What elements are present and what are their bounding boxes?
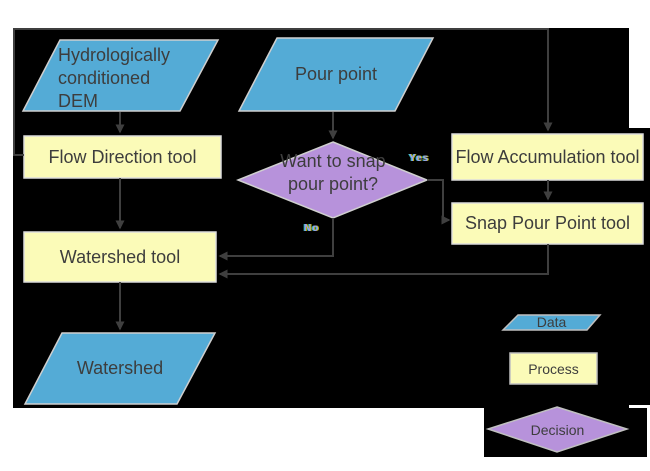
flow-direction-rect [23, 135, 222, 179]
legend-data-parallelogram [501, 314, 602, 331]
edge-snap-pour-point-to-watershed-tool [218, 244, 549, 279]
dem-parallelogram [21, 39, 220, 112]
legend-data-label: Data [536, 314, 567, 330]
pour-point-node-label: Pour point [294, 64, 378, 84]
edge-decision-yes-to-snap-pour-point [427, 179, 451, 225]
no-edge-label: No [304, 223, 320, 234]
watershed-tool-rect [23, 231, 217, 283]
dem-label-line2: conditioned [58, 68, 151, 88]
diagram-background-right-extension [629, 128, 650, 405]
watershed-parallelogram [23, 332, 217, 405]
pour-point-parallelogram [237, 37, 435, 112]
decision-node-label: Want to snap pour point? [248, 150, 418, 210]
dem-node-label: Hydrologically conditioned DEM [58, 44, 188, 111]
dem-label-line1: Hydrologically [58, 45, 171, 65]
legend-process-rect [509, 352, 598, 385]
edge-flow-direction-to-flow-accumulation [13, 28, 553, 156]
decision-label-line2: pour point? [287, 174, 379, 194]
legend-process-label: Process [528, 360, 579, 377]
flow-accumulation-node-label: Flow Accumulation tool [455, 146, 640, 167]
snap-pour-point-rect [451, 202, 644, 245]
legend-decision-diamond [485, 406, 630, 453]
yes-edge-label: Yes [409, 153, 430, 164]
legend-decision-label: Decision [530, 421, 585, 438]
snap-pour-point-node-label: Snap Pour Point tool [464, 213, 631, 233]
dem-label-line3: DEM [58, 91, 98, 111]
watershed-node-label: Watershed [76, 358, 164, 378]
flow-direction-node-label: Flow Direction tool [48, 146, 197, 167]
watershed-tool-node-label: Watershed tool [59, 246, 181, 267]
decision-label-line1: Want to snap [280, 151, 386, 171]
edge-decision-no-to-watershed-tool [218, 218, 334, 261]
